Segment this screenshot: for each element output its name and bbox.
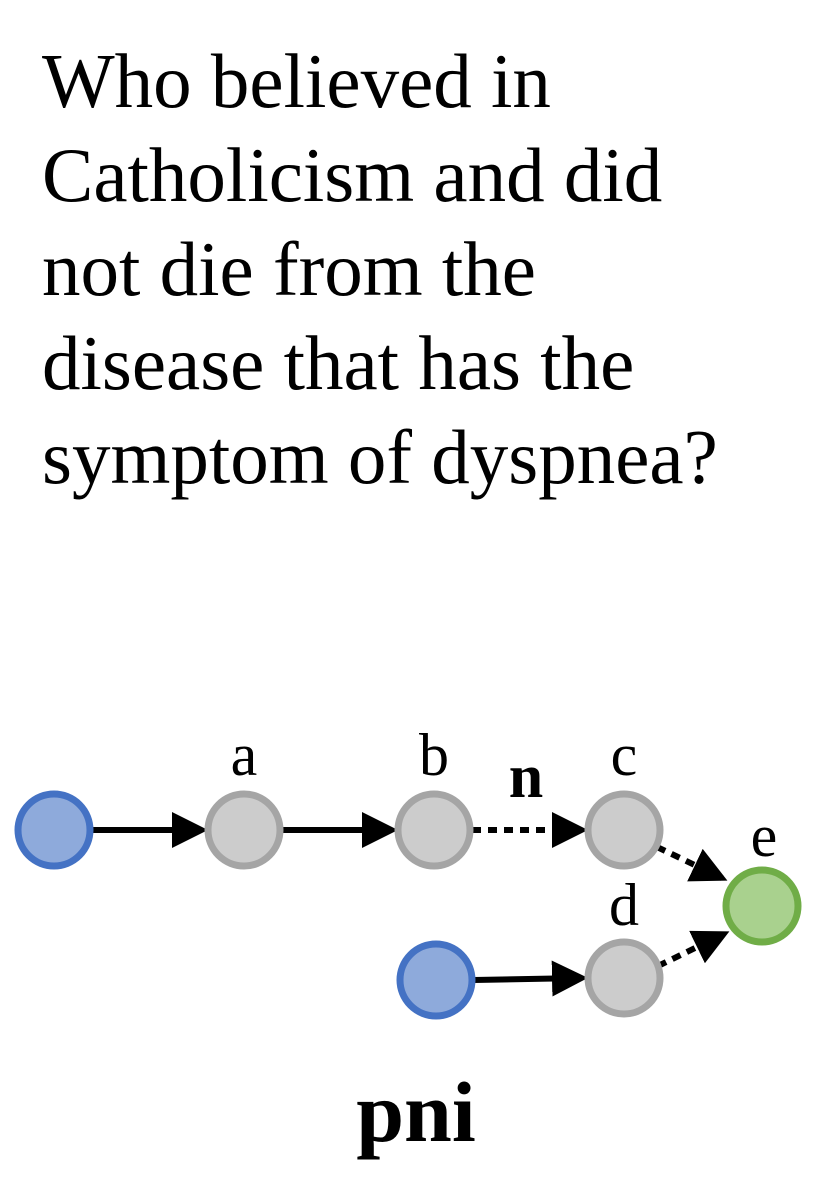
anchor-node-1 — [14, 790, 94, 870]
node-a — [204, 790, 284, 870]
target-node-e — [722, 866, 802, 946]
edge-b-c-label: n — [509, 743, 543, 811]
edge-c-to-e-dotted — [655, 844, 728, 882]
node-d-label: d — [609, 872, 639, 938]
edge-anchor2-to-d — [473, 960, 588, 997]
node-b-label: b — [419, 722, 449, 788]
edge-d-to-e-dotted — [656, 930, 730, 969]
node-d — [584, 938, 664, 1018]
node-c — [584, 790, 664, 870]
node-e-label: e — [751, 803, 778, 869]
question-text: Who believed in Catholicism and did not … — [42, 38, 718, 500]
diagram-caption: pni — [356, 1064, 476, 1160]
node-b — [394, 790, 474, 870]
anchor-node-2 — [396, 940, 476, 1020]
node-a-label: a — [231, 722, 258, 788]
node-c-label: c — [611, 722, 638, 788]
